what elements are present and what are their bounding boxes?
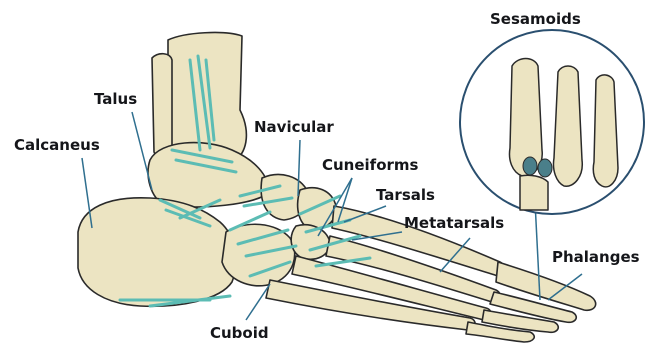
label-metatarsals: Metatarsals — [404, 214, 504, 232]
label-phalanges: Phalanges — [552, 248, 640, 266]
inset-toe-3 — [593, 75, 618, 187]
sesamoid-inset — [460, 30, 644, 214]
inset-metatarsal — [520, 175, 548, 210]
calcaneus-bone — [78, 198, 236, 307]
label-calcaneus: Calcaneus — [14, 136, 100, 154]
label-cuneiforms: Cuneiforms — [322, 156, 419, 174]
label-sesamoids: Sesamoids — [490, 10, 581, 28]
label-navicular: Navicular — [254, 118, 334, 136]
cuneiform-bone-1 — [298, 188, 337, 230]
label-cuboid: Cuboid — [210, 324, 269, 342]
inset-toe-2 — [553, 66, 582, 186]
label-talus: Talus — [94, 90, 137, 108]
talus-bone — [148, 143, 270, 207]
label-tarsals: Tarsals — [376, 186, 435, 204]
fibula-bone — [152, 54, 172, 159]
